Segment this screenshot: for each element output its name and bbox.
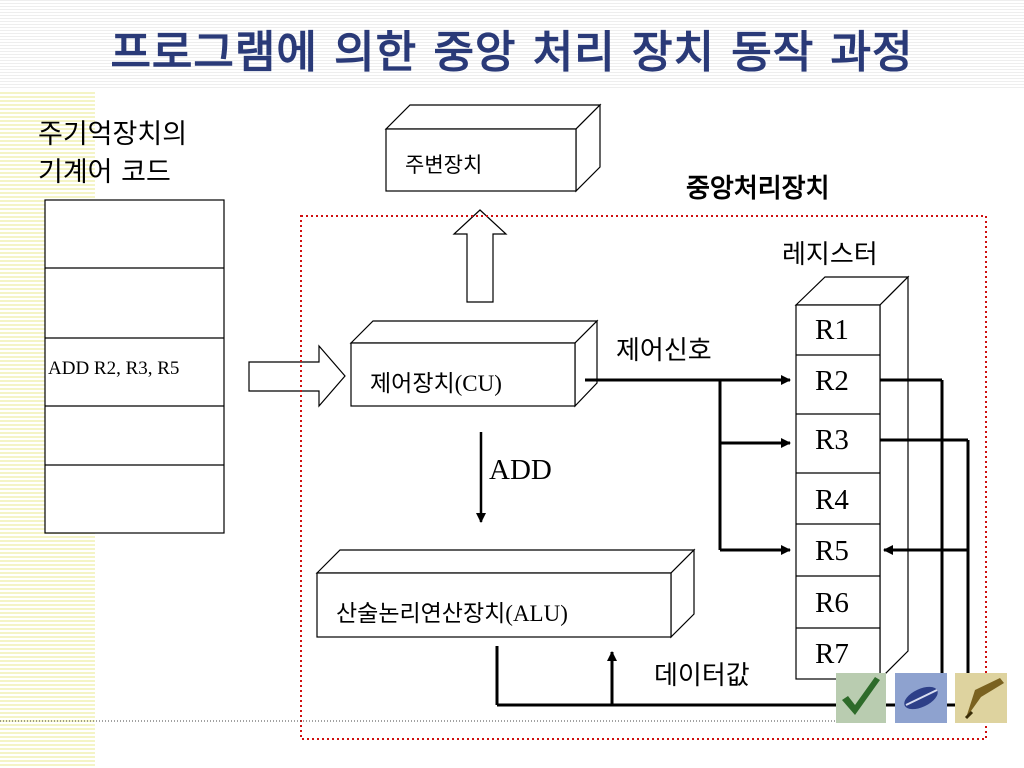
memory-table — [44, 199, 225, 534]
register-r6: R6 — [815, 587, 849, 619]
control-unit-label: 제어장치(CU) — [370, 371, 502, 396]
register-column — [794, 275, 910, 681]
page-title: 프로그램에 의한 중앙 처리 장치 동작 과정 — [110, 27, 914, 78]
control-unit-box — [349, 319, 599, 408]
title-band — [0, 0, 1024, 90]
leaf-icon — [895, 673, 947, 723]
cpu-label: 중앙처리장치 — [686, 174, 830, 204]
checkmark-icon — [836, 673, 886, 723]
fetch-arrow — [248, 344, 346, 408]
control-signal-lines — [585, 375, 791, 555]
instruction-cell: ADD R2, R3, R5 — [48, 358, 180, 379]
peripheral-label: 주변장치 — [405, 153, 483, 177]
control-signal-label: 제어신호 — [616, 336, 712, 366]
register-r5: R5 — [815, 535, 849, 567]
register-r7: R7 — [815, 638, 849, 670]
alu-label: 산술논리연산장치(ALU) — [336, 601, 568, 626]
memory-label-line1: 주기억장치의 — [38, 119, 188, 150]
add-label: ADD — [489, 454, 552, 486]
alu-box — [315, 548, 696, 639]
pencil-icon — [955, 673, 1007, 723]
peripheral-box — [384, 103, 602, 193]
register-r3: R3 — [815, 424, 849, 456]
cpu-boundary — [300, 215, 987, 740]
register-r1: R1 — [815, 314, 849, 346]
register-r2: R2 — [815, 365, 849, 397]
memory-label-line2: 기계어 코드 — [38, 157, 171, 188]
data-value-lines — [495, 378, 970, 707]
register-r4: R4 — [815, 484, 849, 516]
data-value-label: 데이터값 — [654, 661, 750, 691]
output-arrow — [452, 209, 508, 303]
register-label: 레지스터 — [782, 240, 878, 270]
